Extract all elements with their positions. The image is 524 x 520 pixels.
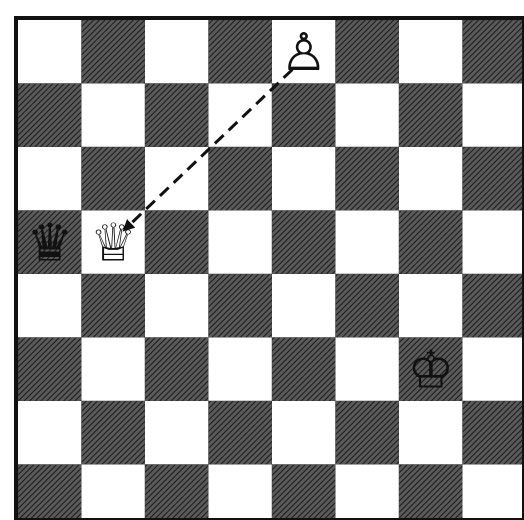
square-b6-dark[interactable] (82, 147, 146, 211)
square-b2-dark[interactable] (82, 401, 146, 465)
square-h6-dark[interactable] (463, 147, 524, 211)
square-g7-dark[interactable] (399, 84, 463, 148)
square-d8-dark[interactable] (209, 20, 273, 84)
square-h4-dark[interactable] (463, 274, 524, 338)
square-b7-light[interactable] (82, 84, 146, 148)
square-b8-dark[interactable] (82, 20, 146, 84)
square-g5-dark[interactable] (399, 211, 463, 275)
square-g1-dark[interactable] (399, 465, 463, 520)
white-king-icon[interactable]: ♔ (407, 340, 454, 400)
square-d4-dark[interactable] (209, 274, 273, 338)
square-g4-light[interactable] (399, 274, 463, 338)
black-queen-icon[interactable]: ♛ (26, 213, 73, 273)
square-e3-dark[interactable] (272, 338, 336, 402)
square-g6-light[interactable] (399, 147, 463, 211)
square-e7-dark[interactable] (272, 84, 336, 148)
square-e6-light[interactable] (272, 147, 336, 211)
square-f1-light[interactable] (336, 465, 400, 520)
square-c8-light[interactable] (145, 20, 209, 84)
square-f2-dark[interactable] (336, 401, 400, 465)
square-h1-light[interactable] (463, 465, 524, 520)
square-a8-light[interactable] (18, 20, 82, 84)
square-d6-dark[interactable] (209, 147, 273, 211)
square-c1-dark[interactable] (145, 465, 209, 520)
square-h2-dark[interactable] (463, 401, 524, 465)
square-h7-light[interactable] (463, 84, 524, 148)
square-h3-light[interactable] (463, 338, 524, 402)
square-f4-dark[interactable] (336, 274, 400, 338)
square-h5-light[interactable] (463, 211, 524, 275)
square-g8-light[interactable] (399, 20, 463, 84)
white-queen-icon[interactable]: ♕ (90, 213, 137, 273)
square-f3-light[interactable] (336, 338, 400, 402)
square-c4-light[interactable] (145, 274, 209, 338)
white-pawn-icon[interactable]: ♙ (280, 23, 327, 83)
square-f5-light[interactable] (336, 211, 400, 275)
square-c2-light[interactable] (145, 401, 209, 465)
square-d5-light[interactable] (209, 211, 273, 275)
square-e4-light[interactable] (272, 274, 336, 338)
square-c5-dark[interactable] (145, 211, 209, 275)
square-b1-light[interactable] (82, 465, 146, 520)
square-e2-light[interactable] (272, 401, 336, 465)
square-a1-dark[interactable] (18, 465, 82, 520)
square-e5-dark[interactable] (272, 211, 336, 275)
square-b3-light[interactable] (82, 338, 146, 402)
square-f8-dark[interactable] (336, 20, 400, 84)
square-d7-light[interactable] (209, 84, 273, 148)
square-f6-dark[interactable] (336, 147, 400, 211)
square-a3-dark[interactable] (18, 338, 82, 402)
square-h8-dark[interactable] (463, 20, 524, 84)
square-a6-light[interactable] (18, 147, 82, 211)
square-d2-dark[interactable] (209, 401, 273, 465)
square-a2-light[interactable] (18, 401, 82, 465)
square-g2-light[interactable] (399, 401, 463, 465)
square-c3-dark[interactable] (145, 338, 209, 402)
square-c7-dark[interactable] (145, 84, 209, 148)
square-d3-light[interactable] (209, 338, 273, 402)
square-b4-dark[interactable] (82, 274, 146, 338)
square-a7-dark[interactable] (18, 84, 82, 148)
square-d1-light[interactable] (209, 465, 273, 520)
square-a4-light[interactable] (18, 274, 82, 338)
square-f7-light[interactable] (336, 84, 400, 148)
square-e1-dark[interactable] (272, 465, 336, 520)
